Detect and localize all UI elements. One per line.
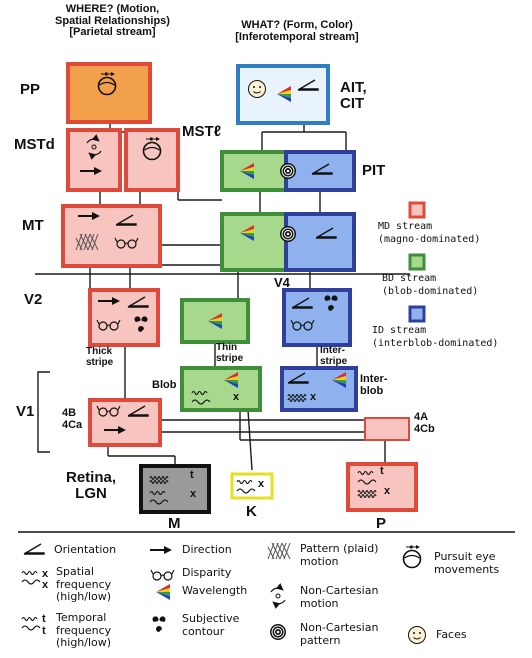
k-box (230, 472, 274, 500)
spatial-frequency-icon (21, 570, 41, 585)
direction-arrow-icon (149, 545, 173, 555)
v1-4a-label: 4A 4Cb (414, 411, 435, 435)
ait-box (236, 64, 330, 125)
non-cartesian-pattern-icon (279, 162, 297, 180)
bd-stream-label: BD stream (blob-dominated) (382, 273, 479, 297)
subjective-contour-icon (152, 616, 166, 632)
pp-box (66, 62, 152, 124)
thick-stripe-box (88, 288, 160, 347)
pursuit-eye-icon (402, 544, 422, 569)
v4-box (220, 212, 356, 272)
legend-orientation: Orientation (54, 543, 117, 556)
v1-4b-box (88, 398, 162, 447)
retina-x-glyph: x (190, 488, 197, 500)
legend-direction: Direction (182, 543, 232, 556)
area-p-label: P (376, 515, 387, 532)
md-swatch (408, 201, 426, 219)
bd-swatch (408, 253, 426, 271)
inter-stripe-box (282, 288, 352, 347)
legend-noncartesian-motion: Non-Cartesian motion (300, 584, 379, 610)
legend-subjective: Subjective contour (182, 612, 240, 638)
legend-spatial-x1: x (42, 568, 49, 580)
retina-m-box (139, 464, 211, 514)
face-icon (408, 626, 426, 644)
area-k-label: K (246, 503, 257, 520)
where-header: WHERE? (Motion, Spatial Relationships) [… (55, 3, 170, 39)
id-stream-label: ID stream (interblob-dominated) (372, 325, 499, 349)
blob-label: Blob (152, 379, 177, 391)
md-stream-label: MD stream (magno-dominated) (378, 221, 481, 245)
area-pp-label: PP (20, 81, 41, 98)
legend-spatial-x2: x (42, 579, 49, 591)
area-v1-label: V1 (16, 403, 35, 420)
face-icon (248, 80, 266, 98)
interblob-box (280, 366, 358, 412)
legend-noncartesian-pattern: Non-Cartesian pattern (300, 621, 379, 647)
area-mt-label: MT (22, 217, 44, 234)
mstd-box (66, 128, 122, 192)
area-m-label: M (168, 515, 181, 532)
area-pit-label: PIT (362, 162, 386, 179)
area-retina-label: Retina, LGN (66, 469, 117, 502)
mt-box (61, 204, 162, 268)
v1-4b-label: 4B 4Ca (62, 407, 83, 431)
connections (35, 122, 410, 471)
non-cartesian-pattern-icon (269, 623, 287, 641)
id-swatch (408, 305, 426, 323)
thick-stripe-label: Thick stripe (86, 346, 114, 368)
disparity-glasses-icon (150, 569, 175, 581)
what-header: WHAT? (Form, Color) [Inferotemporal stre… (235, 19, 359, 43)
inter-stripe-label: Inter- stripe (320, 345, 348, 367)
orientation-angle-icon (23, 543, 45, 555)
plaid-pattern-icon (267, 542, 291, 560)
area-ait-label: AIT, CIT (340, 79, 367, 112)
blob-box (180, 366, 262, 412)
area-mstl-label: MSTℓ (182, 123, 221, 140)
retina-t-glyph: t (190, 469, 194, 481)
area-mstd-label: MSTd (14, 136, 55, 153)
thin-stripe-label: Thin stripe (216, 342, 244, 364)
wavelength-fan-icon (156, 584, 170, 600)
non-cartesian-pattern-icon (279, 225, 297, 243)
legend-pursuit: Pursuit eye movements (434, 550, 500, 576)
legend-wavelength: Wavelength (182, 584, 248, 597)
legend-spatial: Spatial frequency (high/low) (56, 565, 112, 604)
k-x-glyph: x (258, 478, 265, 490)
temporal-frequency-icon (21, 616, 41, 631)
p-x-glyph: x (384, 485, 391, 497)
p-box (346, 462, 418, 512)
area-v2-label: V2 (24, 291, 43, 308)
blob-x-glyph: x (233, 391, 240, 403)
p-t-glyph: t (380, 465, 384, 477)
legend-pattern: Pattern (plaid) motion (300, 542, 379, 568)
thin-stripe-box (180, 298, 250, 344)
pit-box (220, 150, 356, 192)
interblob-x-glyph: x (310, 391, 317, 403)
area-v4-label: V4 (274, 275, 290, 290)
legend-disparity: Disparity (182, 566, 232, 579)
interblob-label: Inter- blob (360, 373, 388, 397)
mstl-box (124, 128, 180, 192)
v1-4a-box (364, 417, 410, 441)
non-cartesian-motion-icon (271, 588, 285, 604)
legend-faces: Faces (436, 628, 467, 641)
legend-temporal-t2: t (42, 625, 46, 637)
legend-temporal: Temporal frequency (high/low) (56, 611, 112, 650)
legend-temporal-t1: t (42, 613, 46, 625)
